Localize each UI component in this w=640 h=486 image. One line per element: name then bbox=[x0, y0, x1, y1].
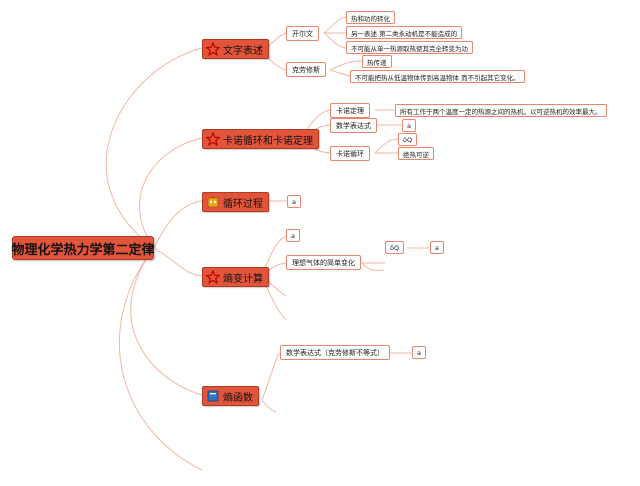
branch-label: 文字表述 bbox=[223, 45, 263, 57]
root-node[interactable]: 物理化学热力学第二定律 bbox=[12, 236, 155, 260]
leaf-node[interactable]: a bbox=[430, 241, 444, 254]
branch-label: 循环过程 bbox=[223, 198, 263, 210]
branch-shangbian[interactable]: 熵变计算 bbox=[202, 267, 269, 287]
sub-kanuo-xunhuan[interactable]: 卡诺循环 bbox=[330, 146, 370, 161]
leaf-node[interactable]: 绝热可逆 bbox=[398, 147, 434, 160]
leaf-node[interactable]: 热传递 bbox=[362, 55, 392, 68]
sub-shuxue[interactable]: 数学表达式 bbox=[330, 118, 377, 133]
leaf-node[interactable]: δQ bbox=[398, 133, 418, 146]
branch-wenzi[interactable]: 文字表述 bbox=[202, 39, 269, 59]
sub-kanuo-dingli[interactable]: 卡诺定理 bbox=[330, 103, 370, 118]
branch-xunhuan[interactable]: 循环过程 bbox=[202, 192, 269, 212]
branch-kanuo[interactable]: 卡诺循环和卡诺定理 bbox=[202, 129, 319, 149]
leaf-node[interactable]: 所有工作于两个温度一定的热源之间的热机，以可逆热机的效率最大。 bbox=[395, 104, 607, 117]
leaf-node[interactable]: a bbox=[287, 195, 301, 208]
branch-label: 熵变计算 bbox=[223, 273, 263, 285]
book-icon bbox=[206, 389, 220, 403]
star-icon bbox=[206, 132, 220, 146]
star-icon bbox=[206, 270, 220, 284]
sub-lixiang[interactable]: 理想气体的简单变化 bbox=[286, 255, 361, 270]
branch-label: 熵函数 bbox=[223, 392, 253, 404]
leaf-node[interactable]: δQ bbox=[385, 241, 405, 254]
sub-shuxue-bds[interactable]: 数学表达式（克劳修斯不等式） bbox=[280, 345, 390, 360]
leaf-node[interactable]: a bbox=[402, 119, 416, 132]
star-icon bbox=[206, 42, 220, 56]
leaf-node[interactable]: a bbox=[286, 229, 300, 242]
leaf-node[interactable]: 热和功的转化 bbox=[346, 11, 395, 24]
leaf-node[interactable]: a bbox=[412, 346, 426, 359]
leaf-node[interactable]: 另一表述 第二类永动机是不能造成的 bbox=[346, 26, 463, 39]
leaf-node[interactable]: 不可能从单一热源取热使其完全转变为功 bbox=[346, 41, 473, 54]
branch-label: 卡诺循环和卡诺定理 bbox=[223, 135, 313, 147]
sub-kelaoxiusi[interactable]: 克劳修斯 bbox=[286, 62, 326, 77]
robot-icon bbox=[206, 195, 220, 209]
leaf-node[interactable]: 不可能把热从低温物体传到高温物体 而不引起其它变化。 bbox=[350, 70, 525, 83]
sub-kaierwen[interactable]: 开尔文 bbox=[286, 26, 319, 41]
branch-shanghanshu[interactable]: 熵函数 bbox=[202, 386, 259, 406]
